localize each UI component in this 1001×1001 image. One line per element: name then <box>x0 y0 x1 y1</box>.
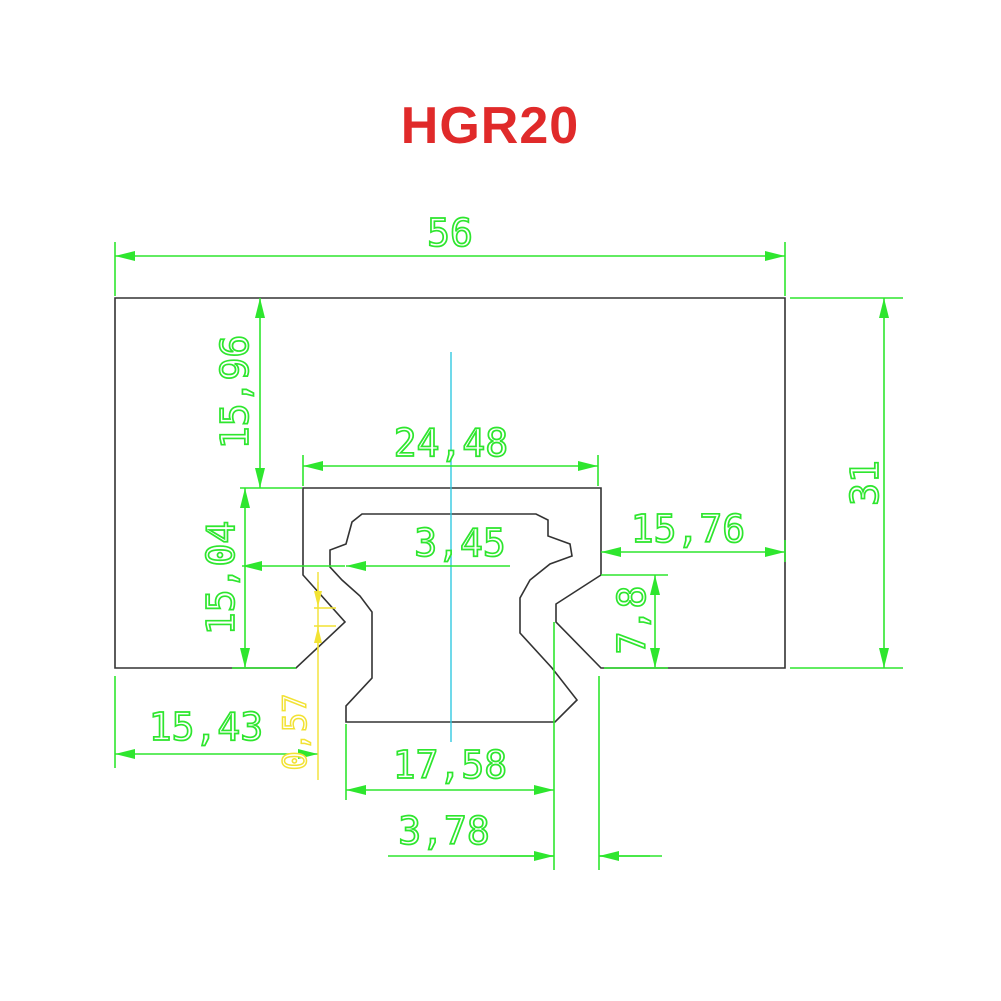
label-rail-width: 17,58 <box>393 743 507 787</box>
label-left-width: 15,43 <box>149 705 263 749</box>
label-overall-height: 31 <box>843 460 887 506</box>
carriage-profile <box>114 297 786 669</box>
label-slot-depth: 15,04 <box>199 521 243 635</box>
rail-profile <box>329 513 579 723</box>
drawing-title: HGR20 <box>400 97 580 155</box>
label-top-depth: 15,96 <box>213 335 257 449</box>
groove-gap-dimension <box>314 572 336 780</box>
label-overall-width: 56 <box>427 211 473 255</box>
label-lip-width: 3,78 <box>398 809 490 853</box>
label-right-width: 15,76 <box>631 507 745 551</box>
dimension-lines <box>115 251 889 861</box>
label-inner-offset: 3,45 <box>414 521 506 565</box>
label-groove-gap: 0,57 <box>276 693 314 770</box>
label-groove-height: 7,8 <box>610 586 654 655</box>
label-slot-width: 24,48 <box>394 421 508 465</box>
